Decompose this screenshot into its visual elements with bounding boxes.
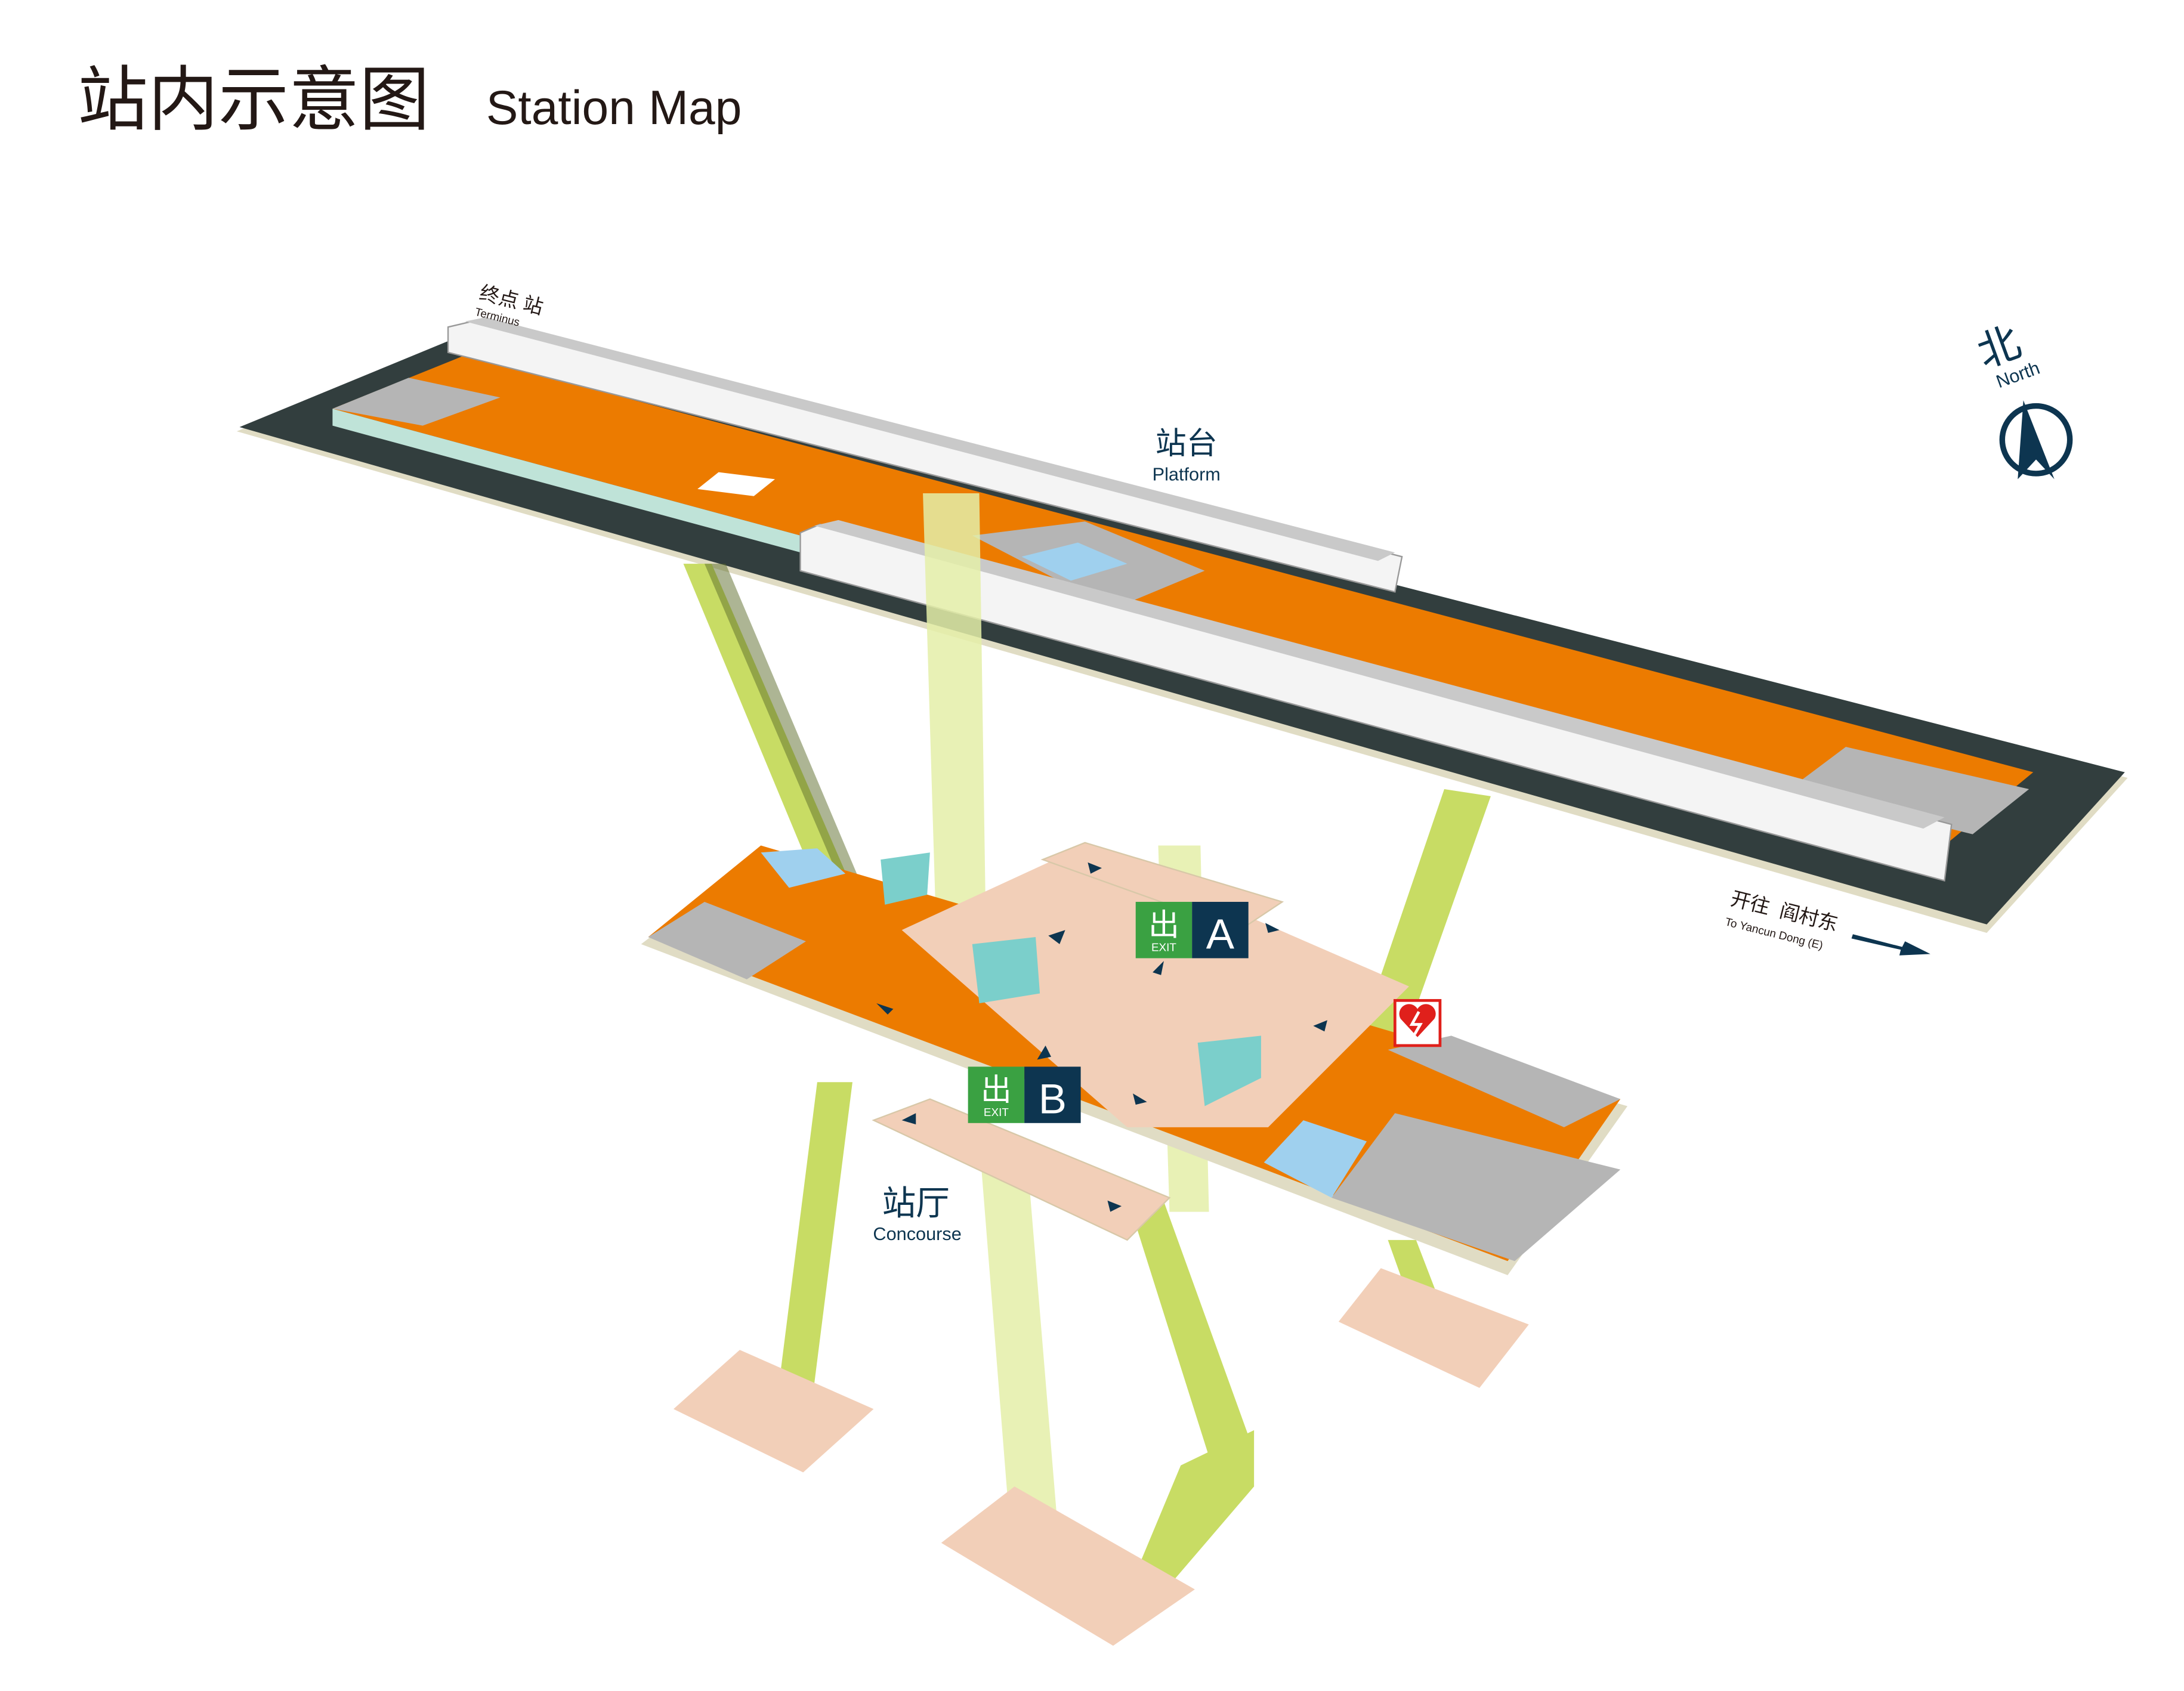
exit-letter: A <box>1206 911 1235 958</box>
exit-letter: B <box>1039 1075 1067 1123</box>
title-zh: 站内示意图 <box>78 61 430 140</box>
svg-text:EXIT: EXIT <box>1151 942 1176 954</box>
equipment-room <box>1332 1113 1621 1262</box>
platform-level <box>236 317 2128 933</box>
ground-entrance <box>674 1350 874 1473</box>
exit-icon: 出 <box>1148 908 1179 943</box>
concourse-level <box>641 842 1628 1275</box>
platform-blue-zone <box>1021 542 1127 581</box>
concourse-blue-zone <box>761 848 846 888</box>
escalator <box>683 564 874 947</box>
concourse-paid-area <box>901 845 1409 1127</box>
ground-entrance <box>1338 1268 1529 1388</box>
exit-a-sign[interactable]: 出 EXIT A <box>1135 901 1249 959</box>
direction-arrow-icon <box>1851 934 1930 956</box>
service-center <box>972 937 1040 1004</box>
service-center <box>881 852 930 905</box>
direction-arrows <box>876 862 1327 1212</box>
concourse-label-en: Concourse <box>873 1223 961 1244</box>
exit-b-sign[interactable]: 出 EXIT B <box>968 1066 1081 1123</box>
aed-icon <box>1393 998 1442 1047</box>
equipment-room <box>1789 747 2029 834</box>
exit-icon: 出 <box>981 1073 1012 1108</box>
concourse-blue-zone <box>1264 1120 1367 1198</box>
train-south <box>799 520 1953 882</box>
equipment-room <box>1388 1035 1621 1127</box>
stair-opening <box>697 472 776 496</box>
equipment-room <box>648 901 807 979</box>
equipment-room <box>332 378 501 426</box>
platform-label-zh: 站台 <box>1156 426 1218 461</box>
ground-entrance <box>941 1486 1195 1646</box>
train-north <box>447 317 1403 593</box>
svg-text:EXIT: EXIT <box>984 1106 1009 1119</box>
elevator-shaft <box>979 1141 1060 1550</box>
platform-label-en: Platform <box>1153 464 1221 485</box>
escalator <box>775 1082 852 1417</box>
passage-b <box>872 1098 1171 1241</box>
title-en: Station Map <box>486 81 742 135</box>
escalator <box>1127 1197 1255 1466</box>
concourse-label-zh: 站厅 <box>882 1185 950 1222</box>
north-compass-icon <box>1999 400 2073 480</box>
elevator-shaft <box>923 493 987 959</box>
service-center <box>1197 1035 1261 1106</box>
